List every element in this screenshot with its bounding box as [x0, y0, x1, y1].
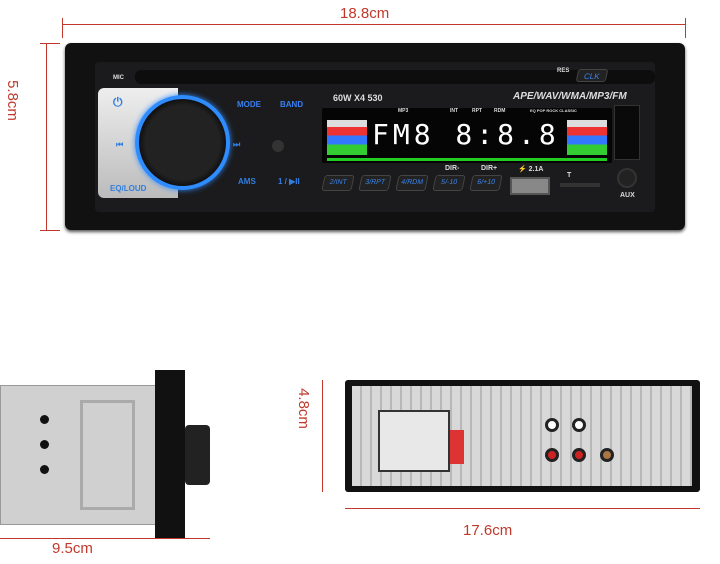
aux-jack[interactable] [617, 168, 637, 188]
side-faceplate [155, 370, 185, 538]
rca-white-right [572, 418, 586, 432]
lcd-display: FM8 8:8.8 [322, 108, 612, 163]
rear-width-label: 17.6cm [463, 522, 513, 539]
power-button[interactable]: ⏻ [113, 95, 123, 109]
power-spec: 60W X4 530 [333, 93, 383, 103]
preset-3-rpt[interactable]: 3/RPT [358, 175, 392, 191]
disc-slot [135, 70, 655, 84]
depth-label: 9.5cm [52, 540, 93, 557]
rear-height-label: 4.8cm [294, 388, 312, 429]
rca-red-left [545, 448, 559, 462]
play-pause-button[interactable]: 1 / ▶II [278, 177, 300, 186]
dimension-tick [40, 230, 60, 231]
dimension-tick [685, 18, 686, 38]
width-dimension-line [62, 24, 685, 25]
clock-button[interactable]: CLK [575, 69, 609, 82]
height-dimension-line [46, 43, 47, 231]
side-hole [40, 440, 49, 449]
eq-tags: EQ POP ROCK CLASSIC [530, 108, 577, 113]
dir-plus-label: DIR+ [481, 165, 498, 172]
rear-height-dimension-line [322, 380, 323, 492]
prev-button[interactable]: ⏮ [116, 140, 124, 149]
usb-power-label: ⚡ 2.1A [518, 166, 544, 173]
level-bar [327, 158, 607, 161]
spectrum-left [327, 120, 367, 155]
display-text: FM8 8:8.8 [372, 118, 560, 151]
tf-label: T [567, 172, 572, 179]
formats-label: APE/WAV/WMA/MP3/FM [513, 91, 627, 102]
rca-red-right [572, 448, 586, 462]
height-label: 5.8cm [3, 80, 21, 121]
side-hole [40, 465, 49, 474]
aux-label: AUX [620, 192, 635, 199]
usb-port[interactable] [510, 177, 550, 195]
rear-width-dimension-line [345, 508, 700, 509]
tag-rpt: RPT [472, 108, 482, 114]
iso-connector [378, 410, 450, 472]
dir-minus-label: DIR- [445, 165, 460, 172]
dimension-tick [62, 18, 63, 38]
tag-int: INT [450, 108, 459, 114]
dimension-tick [40, 43, 60, 44]
rca-white-left [545, 418, 559, 432]
side-hole [40, 415, 49, 424]
next-button[interactable]: ⏭ [233, 140, 241, 149]
volume-knob[interactable] [135, 95, 230, 190]
fuse [450, 430, 464, 464]
tag-rdm: RDM [494, 108, 506, 114]
tf-card-slot[interactable] [560, 183, 600, 187]
preset-2-int[interactable]: 2/INT [321, 175, 355, 191]
ams-button[interactable]: AMS [238, 177, 256, 186]
antenna-socket [600, 448, 614, 462]
band-button[interactable]: BAND [280, 100, 304, 109]
preset-4-rdm[interactable]: 4/RDM [395, 175, 429, 191]
mic-label: MIC [113, 75, 124, 81]
width-label: 18.8cm [340, 5, 390, 22]
reset-label[interactable]: RES [557, 68, 570, 74]
tag-mp3: MP3 [398, 108, 409, 114]
eq-loud-button[interactable]: EQ/LOUD [110, 184, 147, 193]
detach-slot [614, 105, 640, 160]
side-knob [185, 425, 210, 485]
mode-button[interactable]: MODE [237, 100, 261, 109]
side-bracket [80, 400, 135, 510]
ir-sensor [272, 140, 284, 152]
depth-dimension-line [0, 538, 210, 539]
preset-6-plus10[interactable]: 6/+10 [469, 175, 503, 191]
spectrum-right [567, 120, 607, 155]
preset-5-minus10[interactable]: 5/-10 [432, 175, 466, 191]
